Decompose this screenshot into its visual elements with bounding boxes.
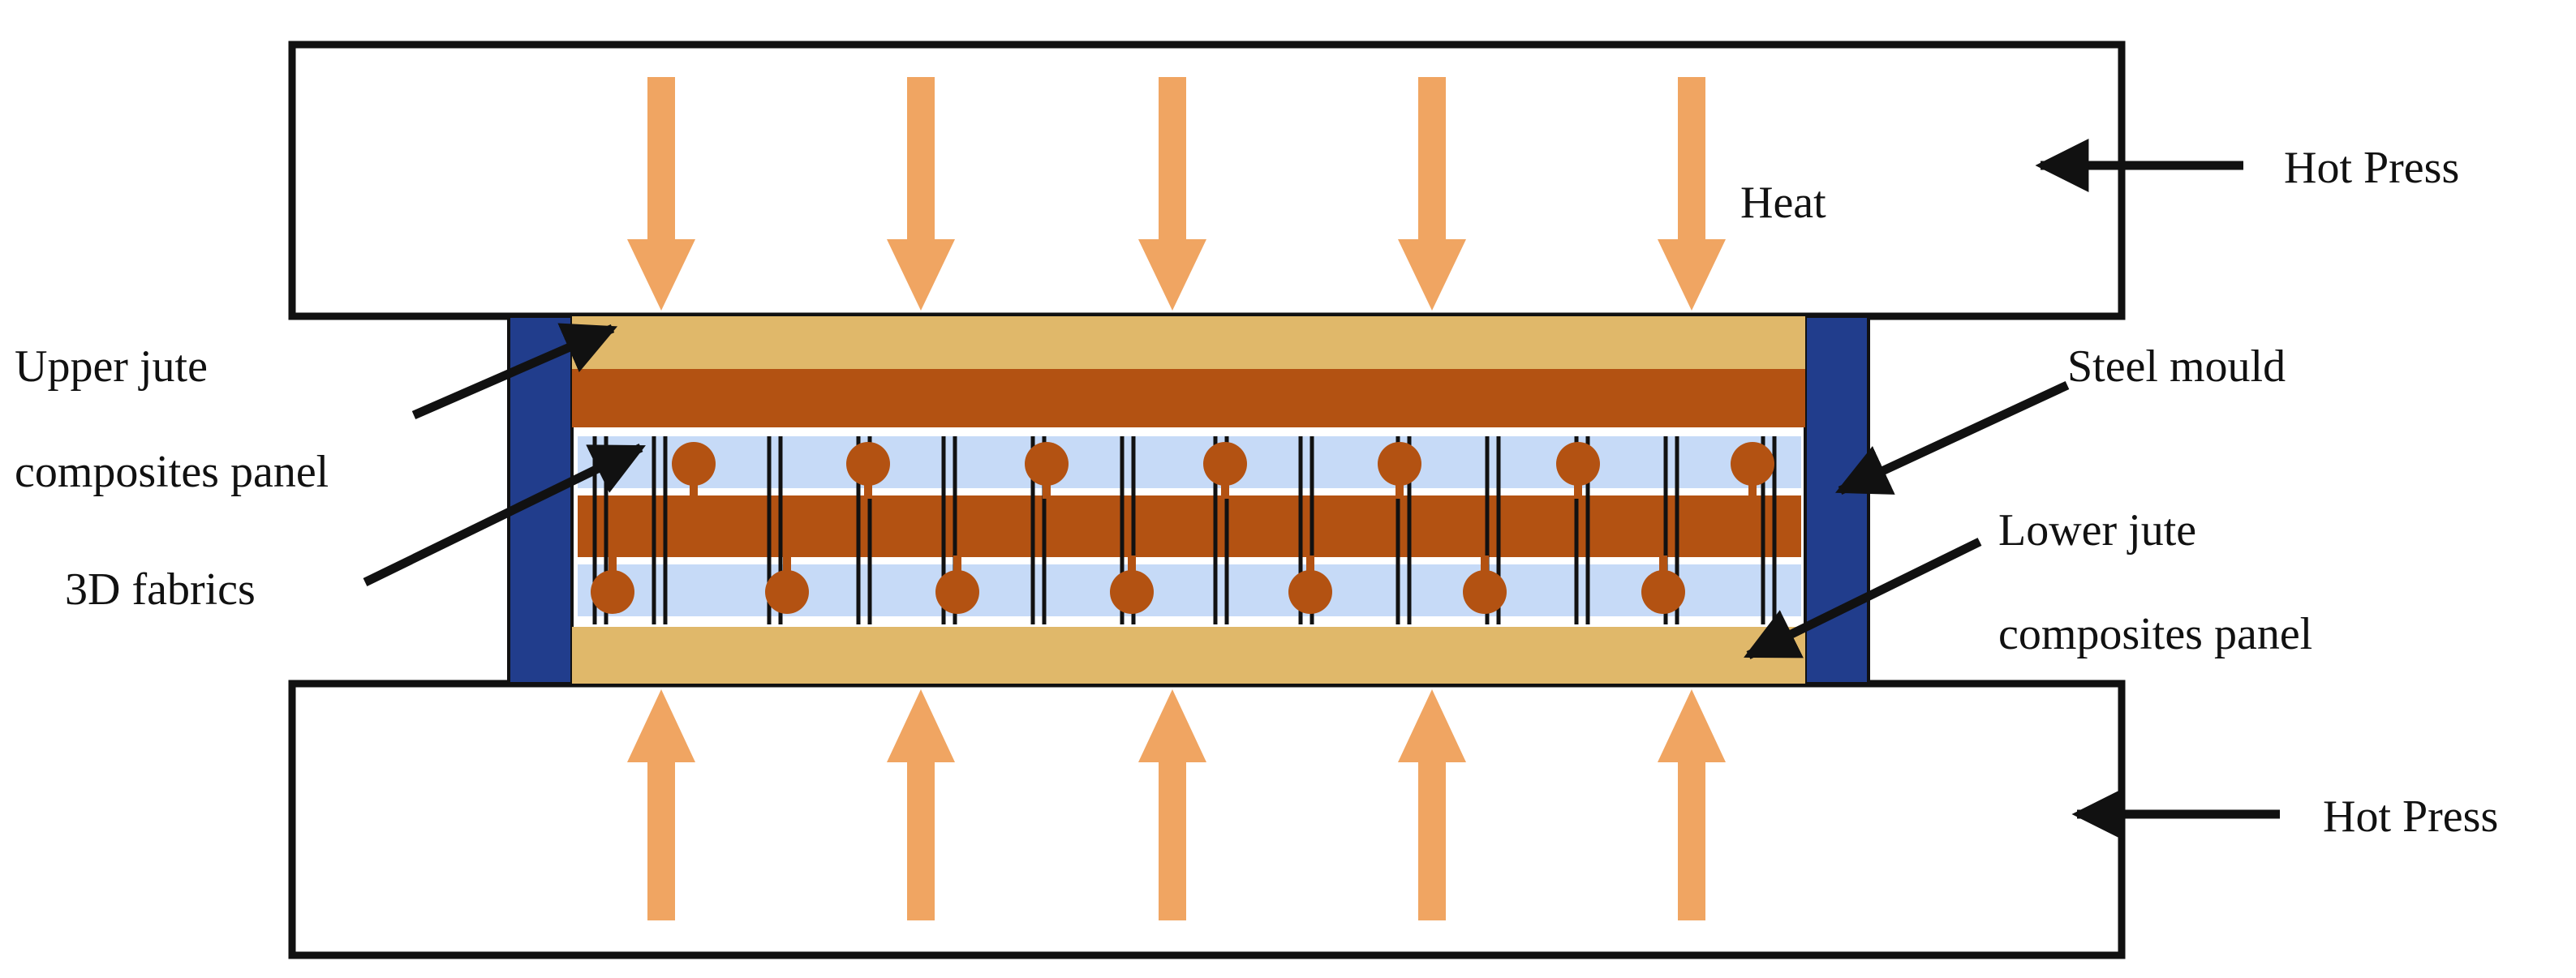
lower-jute-panel [572,627,1805,684]
hot-press-top-label: Hot Press [2284,143,2459,193]
fabrics-pointer [363,444,646,586]
fabric-knot-lower [591,570,634,614]
heat-arrow-up-icon [1658,689,1726,920]
fabric-knot-lower [1110,570,1154,614]
heat-arrow-down-icon [627,77,695,311]
fabric-knot-lower [765,570,809,614]
fabric-band-lower [578,564,1801,616]
middle-resin-layer [578,495,1801,557]
fabric-knot-lower [1641,570,1685,614]
steel-mould-right [1804,315,1870,685]
fabric-knot-upper [1731,442,1774,486]
fabric-knot-upper [846,442,890,486]
heat-arrow-up-icon [887,689,955,920]
upper-resin-layer [572,369,1805,427]
fabric-knot-lower [1288,570,1332,614]
fabrics-label: 3D fabrics [65,564,256,615]
fabric-knot-upper [1378,442,1421,486]
fabric-knot-lower [1463,570,1507,614]
heat-arrows [627,77,1726,920]
fabric-knot-upper [672,442,716,486]
heat-arrow-down-icon [1398,77,1466,311]
steel-mould-pointer [1835,381,2070,495]
lower-panel-label-line2: composites panel [1998,609,2312,659]
fabric-band-upper [578,436,1801,488]
upper-panel-label-line1: Upper jute [15,341,208,392]
upper-hot-press-plate [288,41,2126,320]
lower-panel-label-line1: Lower jute [1998,505,2196,555]
upper-panel-pointer [411,323,618,420]
heat-arrow-down-icon [1658,77,1726,311]
heat-arrow-up-icon [1138,689,1206,920]
heat-arrow-up-icon [627,689,695,920]
heat-arrow-down-icon [887,77,955,311]
upper-jute-panel [572,316,1805,369]
fabric-knot-lower [935,570,979,614]
lower-panel-pointer [1744,538,1982,659]
fabric-knots [591,442,1774,614]
fabric-knot-upper [1556,442,1600,486]
heat-arrow-up-icon [1398,689,1466,920]
upper-panel-label-line2: composites panel [15,447,329,497]
hot-press-bottom-label: Hot Press [2323,791,2498,842]
fabric-knot-upper [1203,442,1247,486]
fabric-knot-upper [1025,442,1069,486]
heat-arrow-down-icon [1138,77,1206,311]
heat-label: Heat [1740,178,1826,228]
lower-hot-press-plate [288,680,2126,959]
steel-mould-label: Steel mould [2067,341,2286,392]
